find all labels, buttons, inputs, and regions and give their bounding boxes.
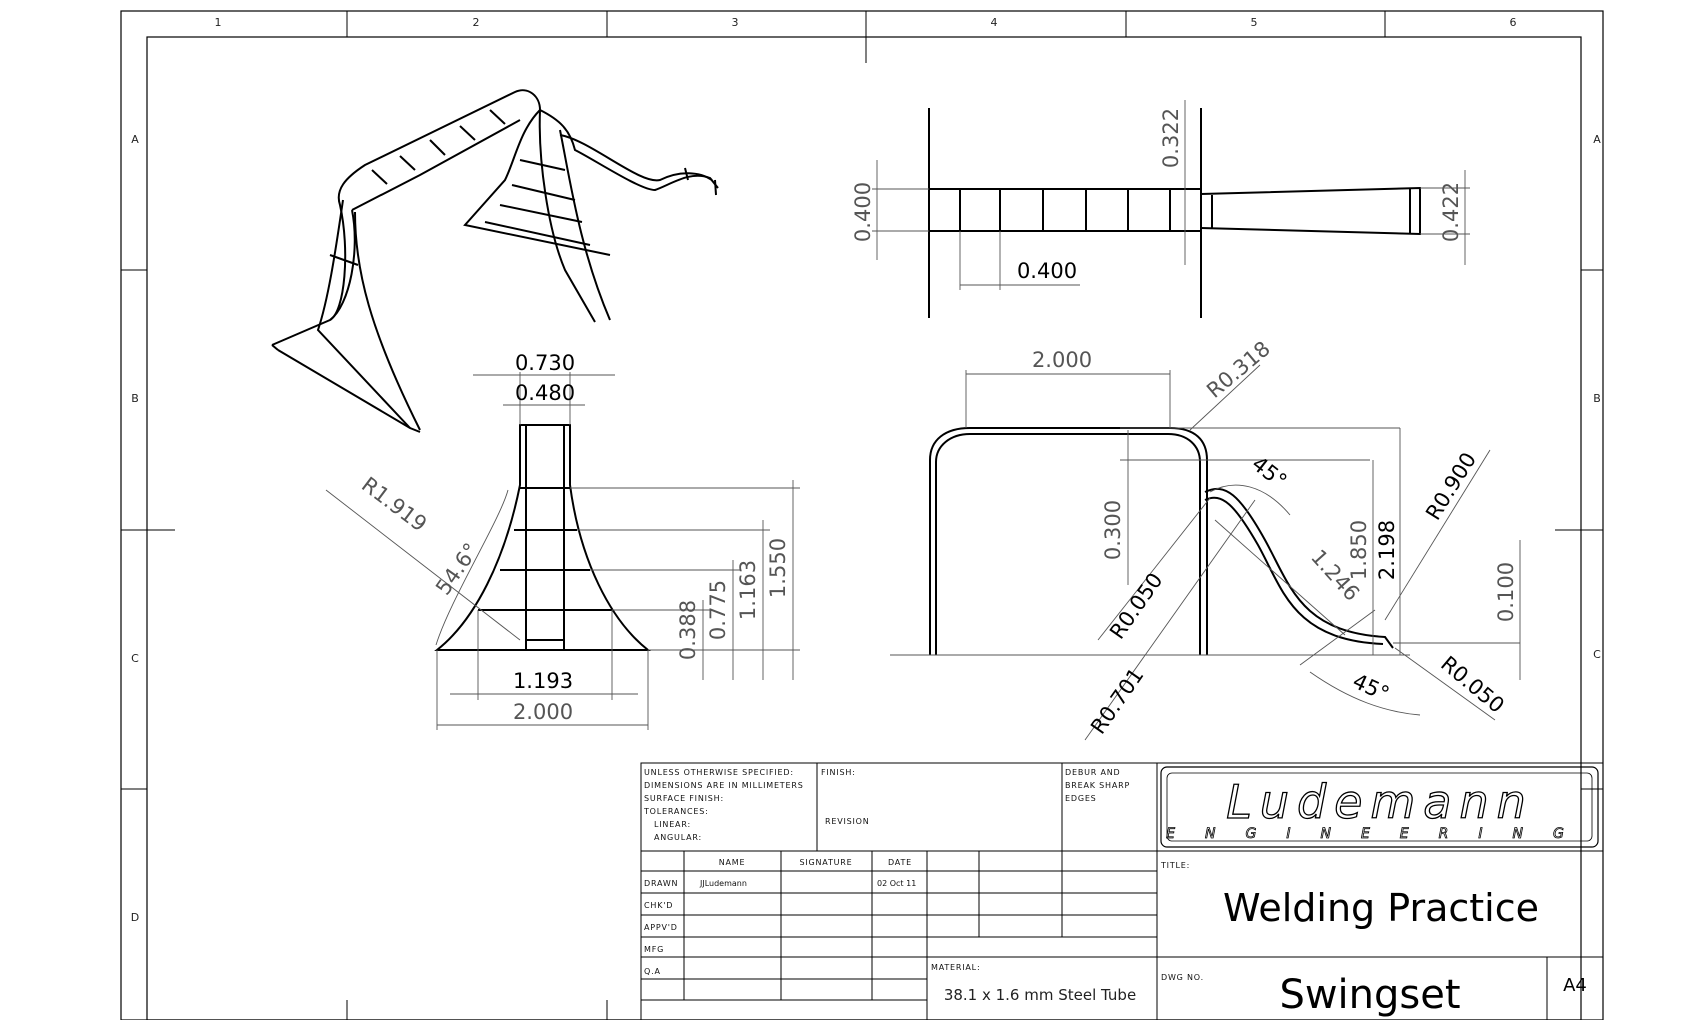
tb-material-label: MATERIAL: <box>931 963 980 972</box>
top-gap-dim: 0.322 <box>1159 108 1183 168</box>
tb-debur-1: DEBUR AND <box>1065 768 1120 777</box>
tb-note-4: TOLERANCES: <box>643 807 709 816</box>
tb-row-appvd: APPV'D <box>644 923 678 932</box>
front-base-outer-dim: 2.000 <box>513 700 573 724</box>
company-logo: Ludemann ENGINEERING <box>1160 766 1599 848</box>
top-slide-width-dim: 0.422 <box>1439 182 1463 242</box>
tb-dwg-label: DWG NO. <box>1161 973 1204 982</box>
front-top-inner-dim: 0.480 <box>515 381 575 405</box>
tb-revision-label: REVISION <box>825 817 870 826</box>
side-inner-height-dim: 1.850 <box>1347 520 1371 580</box>
front-radius-dim: R1.919 <box>357 472 431 536</box>
tb-size: A4 <box>1563 975 1587 996</box>
sheet-border: 1 2 3 4 5 6 A B C D A B C <box>120 10 1604 1020</box>
tb-col-date: DATE <box>888 858 912 867</box>
side-drop-dim: 0.300 <box>1101 500 1125 560</box>
tb-row-qa: Q.A <box>644 967 661 976</box>
top-width-dim: 0.400 <box>851 182 875 242</box>
tb-note-6: ANGULAR: <box>654 833 702 842</box>
tb-dwg: Swingset <box>1279 972 1460 1018</box>
zone-row-d-left: D <box>131 911 139 924</box>
tb-debur-3: EDGES <box>1065 794 1097 803</box>
top-spacing-dim: 0.400 <box>1017 259 1077 283</box>
side-small-radius-left-dim: R0.050 <box>1105 568 1168 643</box>
top-view: 0.400 0.400 0.322 0.422 <box>851 100 1470 318</box>
tb-note-1: UNLESS OTHERWISE SPECIFIED: <box>644 768 794 777</box>
tb-note-2: DIMENSIONS ARE IN MILLIMETERS <box>644 781 804 790</box>
isometric-view <box>271 89 719 433</box>
zone-col-1: 1 <box>215 16 222 29</box>
front-view: 0.730 0.480 R1.919 54.6° 0.388 0.775 1.1… <box>325 351 800 730</box>
zone-col-3: 3 <box>732 16 739 29</box>
zone-row-c-left: C <box>131 652 139 665</box>
tb-row-drawn: DRAWN <box>644 879 678 888</box>
side-angle-bottom-dim: 45° <box>1349 669 1393 706</box>
zone-row-a-right: A <box>1593 133 1601 146</box>
tb-title: Welding Practice <box>1223 886 1539 930</box>
zone-row-c-right: C <box>1593 648 1601 661</box>
tb-note-5: LINEAR: <box>654 820 691 829</box>
zone-row-b-left: B <box>131 392 139 405</box>
tb-drawn-name: JJLudemann <box>699 879 747 888</box>
front-h3-dim: 1.163 <box>736 560 760 620</box>
side-end-height-dim: 0.100 <box>1494 562 1518 622</box>
tb-col-signature: SIGNATURE <box>799 858 852 867</box>
zone-col-6: 6 <box>1510 16 1517 29</box>
side-angle-top-dim: 45° <box>1247 452 1291 494</box>
tb-title-label: TITLE: <box>1160 861 1190 870</box>
tb-finish-label: FINISH: <box>821 768 856 777</box>
tb-note-3: SURFACE FINISH: <box>644 794 724 803</box>
tb-drawn-date: 02 Oct 11 <box>877 879 916 888</box>
zone-col-4: 4 <box>991 16 998 29</box>
front-angle-dim: 54.6° <box>431 539 484 600</box>
side-end-radius-dim: R0.050 <box>1436 651 1509 717</box>
side-span-dim: 2.000 <box>1032 348 1092 372</box>
title-block: UNLESS OTHERWISE SPECIFIED: DIMENSIONS A… <box>640 762 1604 1020</box>
tb-col-name: NAME <box>719 858 746 867</box>
zone-col-5: 5 <box>1251 16 1258 29</box>
side-big-radius-dim: R0.701 <box>1086 663 1149 738</box>
logo-main: Ludemann <box>1226 775 1534 829</box>
front-base-inner-dim: 1.193 <box>513 669 573 693</box>
front-h1-dim: 0.388 <box>676 600 700 660</box>
zone-row-a-left: A <box>131 133 139 146</box>
tb-debur-2: BREAK SHARP <box>1065 781 1130 790</box>
tb-row-mfg: MFG <box>644 945 664 954</box>
side-top-radius-dim: R0.318 <box>1202 336 1275 402</box>
front-top-outer-dim: 0.730 <box>515 351 575 375</box>
side-view: 2.000 R0.318 0.300 45° R0.050 R0.701 1.2… <box>890 336 1521 741</box>
logo-sub: ENGINEERING <box>1166 826 1594 842</box>
front-h4-dim: 1.550 <box>766 538 790 598</box>
side-total-height-dim: 2.198 <box>1375 520 1399 580</box>
zone-col-2: 2 <box>473 16 480 29</box>
front-h2-dim: 0.775 <box>706 580 730 640</box>
tb-material: 38.1 x 1.6 mm Steel Tube <box>944 986 1136 1004</box>
tb-row-chkd: CHK'D <box>644 901 673 910</box>
zone-row-b-right: B <box>1593 392 1601 405</box>
